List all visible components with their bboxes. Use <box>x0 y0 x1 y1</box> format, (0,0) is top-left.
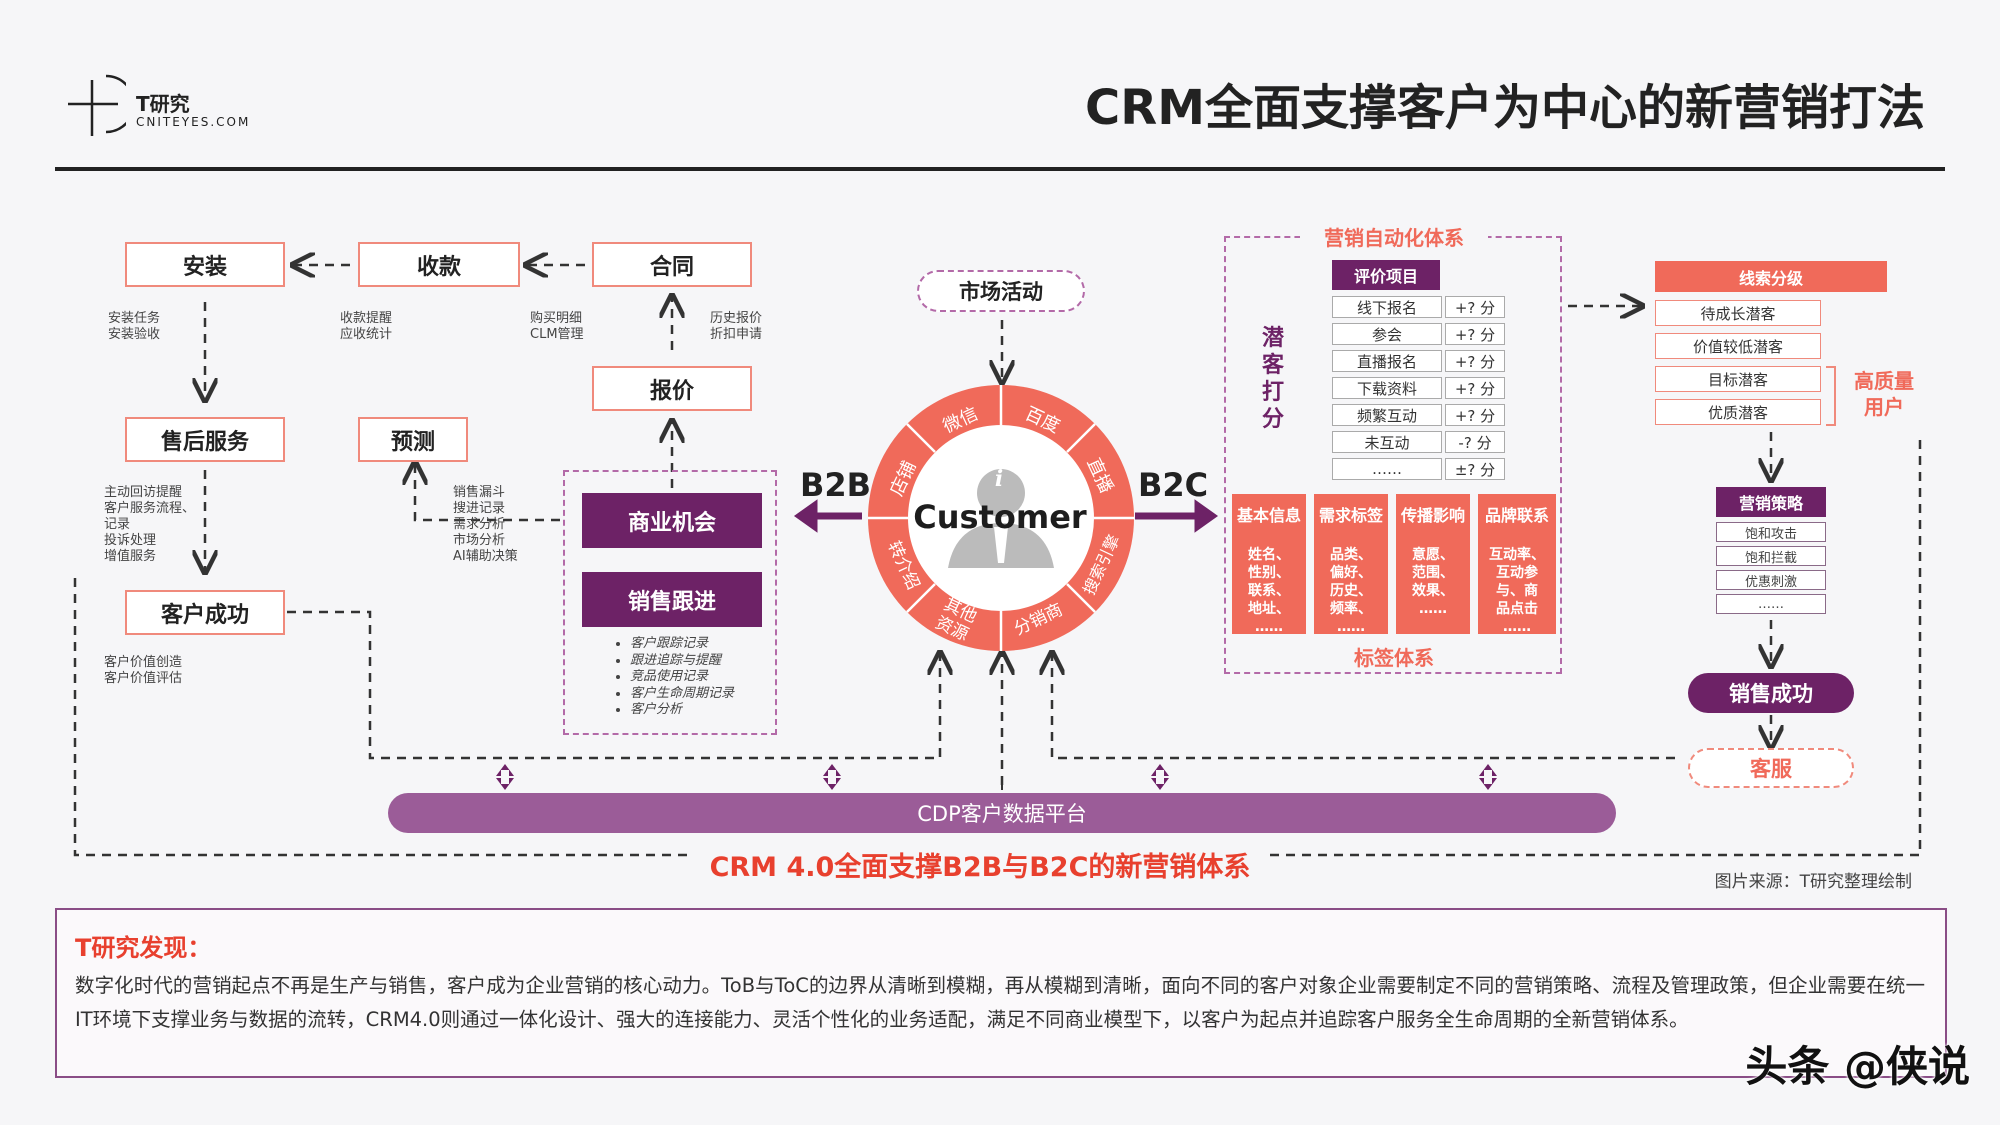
logo-name: T研究 <box>136 92 190 116</box>
eval-item-label: 下载资料 <box>1332 377 1442 399</box>
findings-title: T研究发现： <box>75 934 212 962</box>
contract-notes-left: 购买明细 CLM管理 <box>530 311 584 342</box>
eval-item-label: 未互动 <box>1332 431 1442 453</box>
follow-item: 客户分析 <box>630 702 770 719</box>
source-note: 图片来源：T研究整理绘制 <box>1714 872 1912 892</box>
tag-head: 需求标签 <box>1318 506 1383 525</box>
eval-item-score: +? 分 <box>1445 350 1505 372</box>
high-quality-label: 高质量 用户 <box>1854 369 1914 419</box>
lead-item: 优质潜客 <box>1655 399 1821 425</box>
follow-list: 客户跟踪记录 跟进追踪与提醒 竞品使用记录 客户生命周期记录 客户分析 <box>590 636 770 719</box>
eval-item-label: …… <box>1332 458 1442 480</box>
eval-item-score: +? 分 <box>1445 377 1505 399</box>
logo-domain: CNITEYES.COM <box>136 115 251 129</box>
tag-head: 传播影响 <box>1400 506 1465 525</box>
sales-follow-box: 销售跟进 <box>582 572 762 627</box>
eval-item-label: 频繁互动 <box>1332 404 1442 426</box>
automation-title: 营销自动化体系 <box>1300 222 1488 251</box>
tag-body: 意愿、 范围、 效果、 …… <box>1412 547 1454 617</box>
customer-success-box: 客户成功 <box>125 590 285 635</box>
contract-notes-right: 历史报价 折扣申请 <box>710 311 763 342</box>
cdp-platform-bar: CDP客户数据平台 <box>388 793 1616 833</box>
market-activity-box: 市场活动 <box>917 270 1085 312</box>
logo-mark-icon <box>68 74 126 136</box>
lead-item: 目标潜客 <box>1655 366 1821 392</box>
findings-box: T研究发现： 数字化时代的营销起点不再是生产与销售，客户成为企业营销的核心动力。… <box>55 908 1947 1078</box>
b2c-label: B2C <box>1138 466 1209 504</box>
lead-scoring-label: 潜客打分 <box>1262 326 1285 432</box>
install-box: 安装 <box>125 242 285 287</box>
connector-lines <box>73 0 1922 857</box>
eval-item-score: +? 分 <box>1445 323 1505 345</box>
follow-item: 客户生命周期记录 <box>630 686 770 703</box>
after-sales-box: 售后服务 <box>125 417 285 462</box>
success-notes: 客户价值创造 客户价值评估 <box>104 655 183 686</box>
page-title: CRM全面支撑客户为中心的新营销打法 <box>1085 80 1925 136</box>
customer-figure-icon <box>948 469 1054 568</box>
eval-item-score: ±? 分 <box>1445 458 1505 480</box>
sales-success-pill: 销售成功 <box>1688 673 1854 713</box>
lead-item: 待成长潜客 <box>1655 300 1821 326</box>
strategy-item: 饱和攻击 <box>1716 522 1826 542</box>
after-sales-notes: 主动回访提醒 客户服务流程、 记录 投诉处理 增值服务 <box>104 485 196 564</box>
tag-body: 互动率、 互动参 与、商 品点击 …… <box>1489 547 1545 635</box>
tag-head: 品牌联系 <box>1484 506 1549 525</box>
payment-notes: 收款提醒 应收统计 <box>340 311 393 342</box>
follow-item: 客户跟踪记录 <box>630 636 770 653</box>
install-notes: 安装任务 安装验收 <box>108 311 161 342</box>
tag-column: 需求标签 品类、 偏好、 历史、 频率、 …… <box>1314 494 1388 635</box>
eval-item-score: -? 分 <box>1445 431 1505 453</box>
watermark: 头条 @侠说 <box>1745 1042 1970 1091</box>
header-divider <box>55 167 1945 171</box>
tag-body: 姓名、 性别、 联系、 地址、 …… <box>1248 547 1290 635</box>
payment-box: 收款 <box>358 242 520 287</box>
follow-item: 竞品使用记录 <box>630 669 770 686</box>
opportunity-group <box>563 470 777 735</box>
forecast-notes: 销售漏斗 搜进记录 需求分析 市场分析 AI辅助决策 <box>453 485 518 564</box>
follow-item: 跟进追踪与提醒 <box>630 653 770 670</box>
strategy-header: 营销策略 <box>1716 487 1826 517</box>
customer-ring: i <box>868 385 1134 651</box>
quote-box: 报价 <box>592 366 752 411</box>
eval-item-score: +? 分 <box>1445 296 1505 318</box>
strategy-item: 饱和拦截 <box>1716 546 1826 566</box>
lead-header: 线索分级 <box>1655 261 1887 292</box>
strategy-item: …… <box>1716 594 1826 614</box>
eval-item-score: +? 分 <box>1445 404 1505 426</box>
service-pill: 客服 <box>1688 748 1854 788</box>
forecast-box: 预测 <box>358 417 468 462</box>
eval-item-label: 参会 <box>1332 323 1442 345</box>
eval-item-label: 直播报名 <box>1332 350 1442 372</box>
tag-column: 传播影响 意愿、 范围、 效果、 …… <box>1396 494 1470 634</box>
tag-column: 基本信息 姓名、 性别、 联系、 地址、 …… <box>1232 494 1306 635</box>
svg-text:i: i <box>995 466 1003 492</box>
eval-item-label: 线下报名 <box>1332 296 1442 318</box>
tag-body: 品类、 偏好、 历史、 频率、 …… <box>1330 547 1372 635</box>
strategy-item: 优惠刺激 <box>1716 570 1826 590</box>
tag-column: 品牌联系 互动率、 互动参 与、商 品点击 …… <box>1478 494 1556 635</box>
contract-box: 合同 <box>592 242 752 287</box>
findings-text: 数字化时代的营销起点不再是生产与销售，客户成为企业营销的核心动力。ToB与ToC… <box>75 974 1925 1031</box>
logo: T研究 CNITEYES.COM <box>66 70 256 140</box>
diagram-caption: CRM 4.0全面支撑B2B与B2C的新营销体系 <box>709 852 1251 883</box>
tag-head: 基本信息 <box>1236 506 1301 525</box>
lead-item: 价值较低潜客 <box>1655 333 1821 359</box>
high-quality-bracket <box>1826 366 1836 426</box>
opportunity-box: 商业机会 <box>582 493 762 548</box>
eval-header: 评价项目 <box>1332 260 1440 290</box>
b2b-label: B2B <box>800 466 872 504</box>
tags-title: 标签体系 <box>1354 646 1434 670</box>
customer-label: Customer <box>913 498 1087 536</box>
